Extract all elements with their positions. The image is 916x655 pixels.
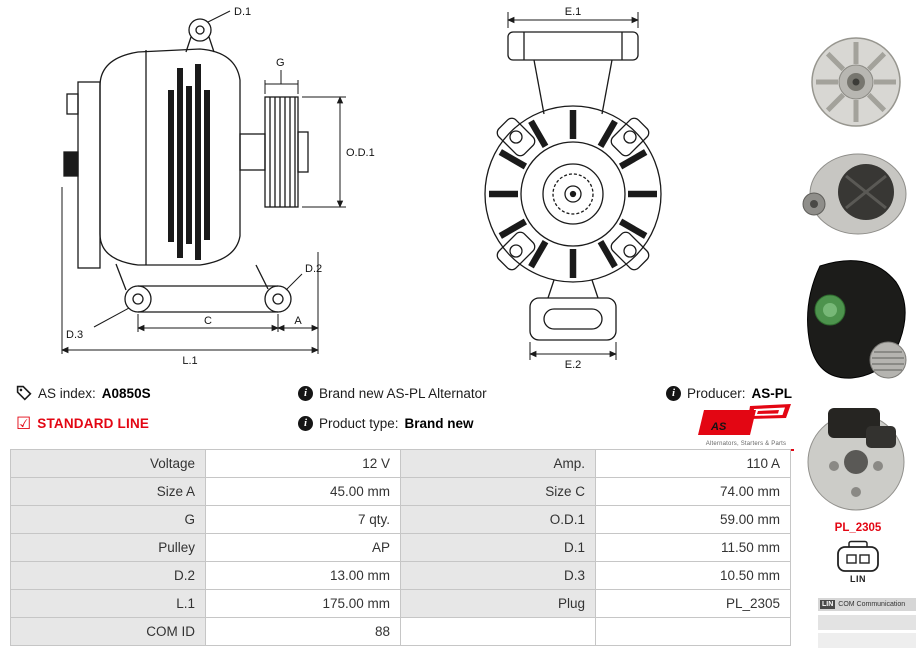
spec-value: 11.50 mm (595, 533, 791, 562)
spec-value: 110 A (595, 449, 791, 478)
product-photo-3 (800, 248, 912, 390)
producer-value: AS-PL (751, 385, 793, 401)
com-communication-text: COM Communication (838, 601, 906, 608)
aspl-logo-subtext: Alternators, Starters & Parts (705, 441, 787, 447)
info-icon: i (298, 415, 313, 431)
table-row: Size A 45.00 mm Size C 74.00 mm (10, 477, 791, 506)
spec-label: Voltage (10, 449, 206, 478)
product-type-value: Brand new (404, 415, 474, 431)
spec-value: 175.00 mm (205, 589, 401, 618)
info-glyph: i (303, 416, 308, 429)
aspl-logo-mark: AS (698, 404, 791, 435)
product-type-info: i Product type: Brand new (298, 414, 474, 432)
spec-label: D.1 (400, 533, 596, 562)
dim-label-g: G (276, 57, 285, 69)
dim-label-a: A (294, 315, 302, 327)
dim-label-e1: E.1 (565, 6, 582, 18)
aspl-logo-text: AS (710, 421, 727, 433)
lin-badge: LIN (820, 600, 836, 609)
product-type-label: Product type: (319, 415, 399, 431)
brand-new-info: i Brand new AS-PL Alternator (298, 384, 487, 402)
dim-label-d2: D.2 (305, 263, 322, 275)
producer-label: Producer: (687, 385, 746, 401)
dim-label-e2: E.2 (565, 359, 582, 370)
info-glyph: i (671, 386, 676, 399)
dim-label-l1: L.1 (182, 355, 197, 367)
as-index-label: AS index: (38, 385, 96, 401)
spec-label: Plug (400, 589, 596, 618)
tag-icon (16, 385, 32, 401)
spec-value: 13.00 mm (205, 561, 401, 590)
spec-value: 12 V (205, 449, 401, 478)
dim-label-d3: D.3 (66, 329, 83, 341)
spec-value: 88 (205, 617, 401, 646)
spec-value: 10.50 mm (595, 561, 791, 590)
checkbox-checked-icon: ☑ (16, 413, 32, 433)
table-row: D.2 13.00 mm D.3 10.50 mm (10, 561, 791, 590)
spec-label: D.3 (400, 561, 596, 590)
plug-code: PL_2305 (834, 522, 882, 534)
spec-value: 7 qty. (205, 505, 401, 534)
spec-label: Pulley (10, 533, 206, 562)
spec-empty-cell (595, 617, 791, 646)
com-communication-row: LIN COM Communication (818, 598, 916, 611)
info-icon: i (298, 385, 313, 401)
brand-new-text: Brand new AS-PL Alternator (319, 385, 487, 401)
spec-label: L.1 (10, 589, 206, 618)
connector-icon (835, 540, 881, 579)
spec-label: G (10, 505, 206, 534)
spec-label: D.2 (10, 561, 206, 590)
spec-label: Size A (10, 477, 206, 506)
spec-label: Amp. (400, 449, 596, 478)
spec-value: 45.00 mm (205, 477, 401, 506)
front-view-diagram: E.1 E.2 (484, 6, 662, 370)
table-row: Voltage 12 V Amp. 110 A (10, 449, 791, 478)
table-row: COM ID 88 (10, 617, 791, 646)
table-row: L.1 175.00 mm Plug PL_2305 (10, 589, 791, 618)
dim-label-c: C (204, 315, 212, 327)
standard-line: ☑ STANDARD LINE (16, 414, 149, 432)
side-bar-row (818, 633, 916, 648)
as-index-value: A0850S (101, 385, 151, 401)
info-icon: i (666, 385, 681, 401)
spec-value: 74.00 mm (595, 477, 791, 506)
table-row: G 7 qty. O.D.1 59.00 mm (10, 505, 791, 534)
side-bar-row (818, 615, 916, 630)
spec-value: AP (205, 533, 401, 562)
table-row: Pulley AP D.1 11.50 mm (10, 533, 791, 562)
plug-pin-label: LIN (850, 574, 866, 584)
info-glyph: i (303, 386, 308, 399)
spec-label: Size C (400, 477, 596, 506)
aspl-logo: AS Alternators, Starters & Parts (698, 404, 794, 451)
standard-line-label: STANDARD LINE (37, 415, 150, 431)
spec-value: PL_2305 (595, 589, 791, 618)
spec-value: 59.00 mm (595, 505, 791, 534)
product-photo-4 (800, 396, 912, 518)
dim-label-d1: D.1 (234, 6, 251, 18)
side-view-diagram: D.1 G O.D.1 D.2 D.3 C A L.1 (61, 6, 375, 367)
spec-empty-cell (400, 617, 596, 646)
as-index: AS index: A0850S (16, 384, 151, 402)
product-photo-1 (800, 28, 912, 136)
spec-table: Voltage 12 V Amp. 110 A Size A 45.00 mm … (10, 449, 791, 646)
dim-label-od1: O.D.1 (346, 147, 375, 159)
producer-info: i Producer: AS-PL (666, 384, 792, 402)
spec-label: COM ID (10, 617, 206, 646)
spec-label: O.D.1 (400, 505, 596, 534)
product-photo-2 (800, 146, 912, 242)
